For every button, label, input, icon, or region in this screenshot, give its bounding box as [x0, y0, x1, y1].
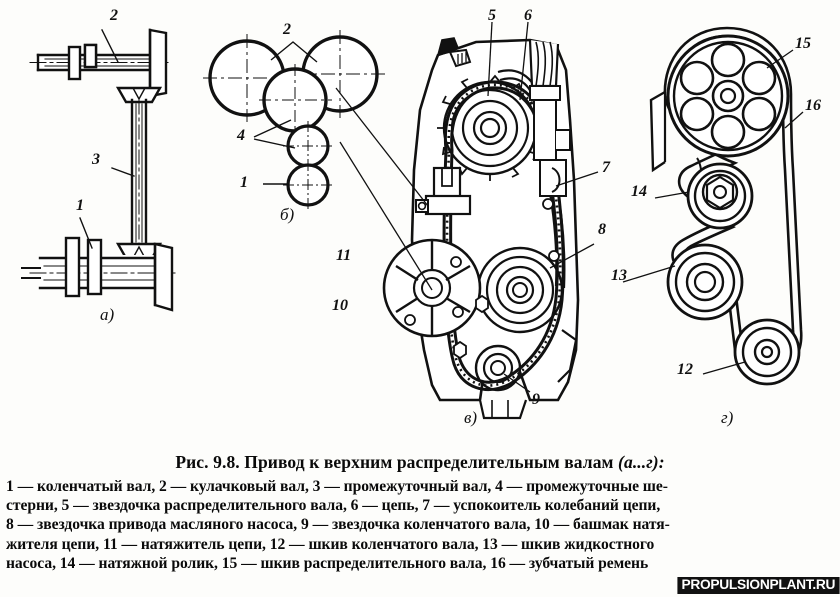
callout-g-16: 16: [805, 97, 821, 114]
callout-g-15: 15: [795, 35, 811, 52]
panel-letter-g: г): [721, 408, 734, 427]
caption-line: 1 — коленчатый вал, 2 — кулачковый вал, …: [6, 478, 668, 495]
panel-letter-a: а): [100, 305, 115, 324]
callout-a-1: 1: [76, 197, 84, 214]
callout-a-3: 3: [92, 151, 100, 168]
callout-a-2: 2: [110, 7, 118, 24]
panel-a-bevel-gear-drive: 2 3 1 а): [0, 0, 205, 340]
caption-legend-lines: 1 — коленчатый вал, 2 — кулачковый вал, …: [0, 477, 840, 573]
callout-v-5: 5: [488, 7, 496, 24]
caption-line: стерни, 5 — звездочка распределительного…: [6, 497, 661, 515]
caption-title-text: Привод к верхним распределительным валам: [244, 452, 614, 472]
caption-line: жителя цепи, 11 — натяжитель цепи, 12 — …: [6, 535, 655, 553]
callout-g-13: 13: [611, 267, 627, 284]
panel-v-chain-drive: 5 6 7 8 9 10 11 в): [332, 0, 630, 440]
callout-b-1: 1: [240, 174, 248, 191]
panel-letter-v: в): [464, 408, 478, 427]
panel-g-belt-drive: 15 16 14 13 12 г): [611, 0, 840, 440]
watermark-propulsionplant: PROPULSIONPLANT.RU: [677, 577, 840, 594]
figure-caption: Рис. 9.8. Привод к верхним распределител…: [0, 452, 840, 573]
callout-b-4: 4: [237, 127, 245, 144]
caption-title: Рис. 9.8. Привод к верхним распределител…: [0, 452, 840, 473]
callout-g-12: 12: [677, 361, 693, 378]
callout-b-2: 2: [283, 21, 291, 38]
callout-v-8: 8: [598, 221, 606, 238]
callout-v-11: 11: [336, 247, 352, 264]
caption-line: 8 — звездочка привода масляного насоса, …: [6, 516, 670, 534]
callout-v-6: 6: [524, 7, 532, 24]
callout-v-7: 7: [602, 159, 610, 176]
caption-title-prefix: Рис. 9.8.: [175, 452, 240, 472]
caption-line: насоса, 14 — натяжной ролик, 15 — шкив р…: [6, 554, 649, 572]
callout-v-10: 10: [332, 297, 348, 314]
panel-b-gear-train: 2 4 1 б): [195, 0, 390, 240]
caption-title-suffix: (а...г):: [618, 452, 665, 472]
panel-letter-b: б): [280, 205, 295, 224]
callout-g-14: 14: [631, 183, 647, 200]
figure-illustration-area: 2 3 1 а): [0, 0, 840, 440]
callout-v-9: 9: [532, 391, 540, 408]
